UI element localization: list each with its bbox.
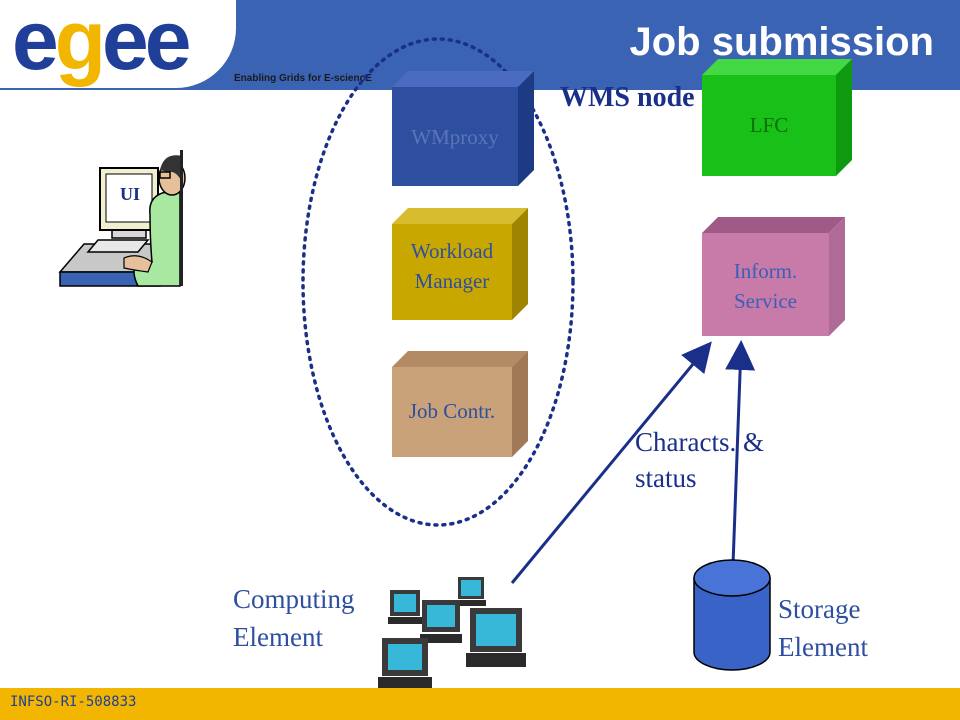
egee-logo: egee (12, 0, 191, 87)
tagline: Enabling Grids for E-sciencE (234, 73, 372, 84)
storage-element-icon (693, 559, 771, 671)
storage-element-label: Storage Element (778, 594, 868, 662)
ce-computer-4 (466, 608, 526, 667)
job-controller-box (392, 351, 528, 457)
page-title: Job submission (629, 20, 935, 64)
ce-computer-3 (420, 600, 462, 643)
job-controller-label: Job Contr. (408, 399, 496, 423)
ui-label: UI (119, 184, 140, 204)
lfc-box (702, 59, 852, 176)
wmproxy-box (392, 71, 534, 186)
ce-computer-2 (388, 590, 422, 624)
information-service-label: Inform. Service (733, 259, 798, 313)
logo-panel: egee (0, 0, 236, 88)
footer-project-id: INFSO-RI-508833 (10, 694, 137, 710)
ce-computer-1 (456, 577, 486, 606)
lfc-label: LFC (749, 113, 789, 137)
ui-workstation-icon (58, 150, 186, 287)
workload-manager-box (392, 208, 528, 320)
workload-manager-label: Workload Manager (410, 239, 494, 293)
wms-node-boundary (301, 37, 575, 527)
wms-node-label: WMS node (560, 82, 695, 113)
ce-to-is-arrow (510, 341, 712, 584)
ce-computer-5 (378, 638, 432, 689)
wmproxy-label: WMproxy (411, 125, 499, 149)
footer-bar: INFSO-RI-508833 (0, 688, 960, 720)
computing-element-icon (378, 577, 526, 689)
characteristics-status-label: Characts. & status (635, 427, 764, 493)
information-service-box (702, 217, 845, 336)
computing-element-label: Computing Element (233, 584, 355, 652)
se-to-is-arrow (725, 340, 756, 566)
